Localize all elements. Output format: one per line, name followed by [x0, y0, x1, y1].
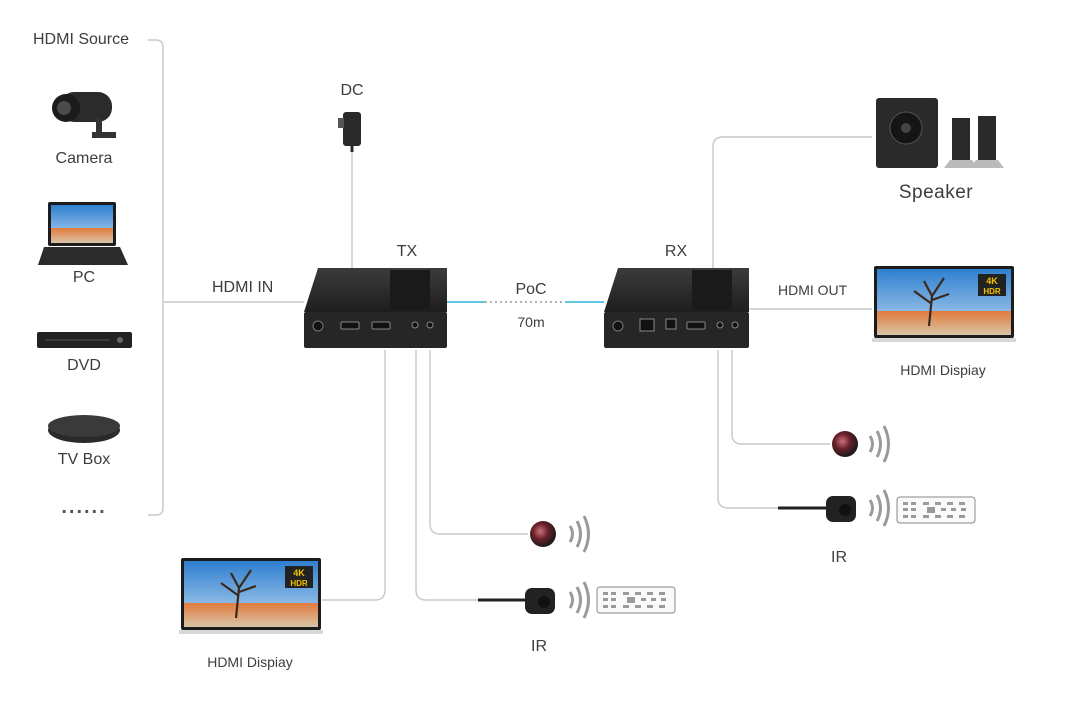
distance-label: 70m [517, 314, 545, 330]
ir-tx-label: IR [531, 638, 547, 655]
hdmi-in-label: HDMI IN [212, 279, 274, 296]
tv-tx-icon: 4K HDR [177, 556, 325, 636]
display-tx-label: HDMI Dispiay [207, 654, 293, 670]
rx-extender-icon [604, 268, 749, 348]
device-label-tv-box: TV Box [57, 451, 111, 468]
laptop-icon [38, 202, 128, 265]
hdmi-source-header: HDMI Source [33, 31, 130, 48]
rx-label: RX [664, 243, 688, 260]
ir-rx-label: IR [831, 549, 847, 566]
hdmi-out-label: HDMI OUT [778, 282, 848, 298]
device-label-dvd: DVD [67, 357, 101, 374]
ir-receiver-tx-icon [530, 514, 590, 554]
ir-emitter-rx-icon [778, 488, 976, 528]
poc-label: PoC [515, 281, 547, 298]
speaker-icon [876, 98, 1004, 168]
tx-label: TX [396, 243, 418, 260]
ir-receiver-rx-icon [832, 424, 890, 464]
dc-adapter-icon [338, 112, 361, 152]
svg-text:4K: 4K [293, 568, 305, 578]
device-label-camera: Camera [55, 150, 113, 167]
dc-label: DC [340, 82, 364, 99]
tv-box-icon [48, 415, 120, 443]
svg-text:HDR: HDR [290, 579, 308, 588]
speaker-label: Speaker [898, 182, 974, 203]
svg-text:4K: 4K [986, 276, 998, 286]
device-label-pc: PC [72, 269, 96, 286]
display-rx-label: HDMI Dispiay [900, 362, 986, 378]
tv-rx-icon: 4K HDR [870, 264, 1018, 344]
more-devices-ellipsis: ...... [61, 496, 107, 518]
dvd-player-icon [37, 332, 132, 348]
tx-extender-icon [304, 268, 447, 348]
ir-emitter-tx-icon [478, 580, 676, 620]
camera-icon [52, 92, 116, 138]
svg-text:HDR: HDR [983, 287, 1001, 296]
